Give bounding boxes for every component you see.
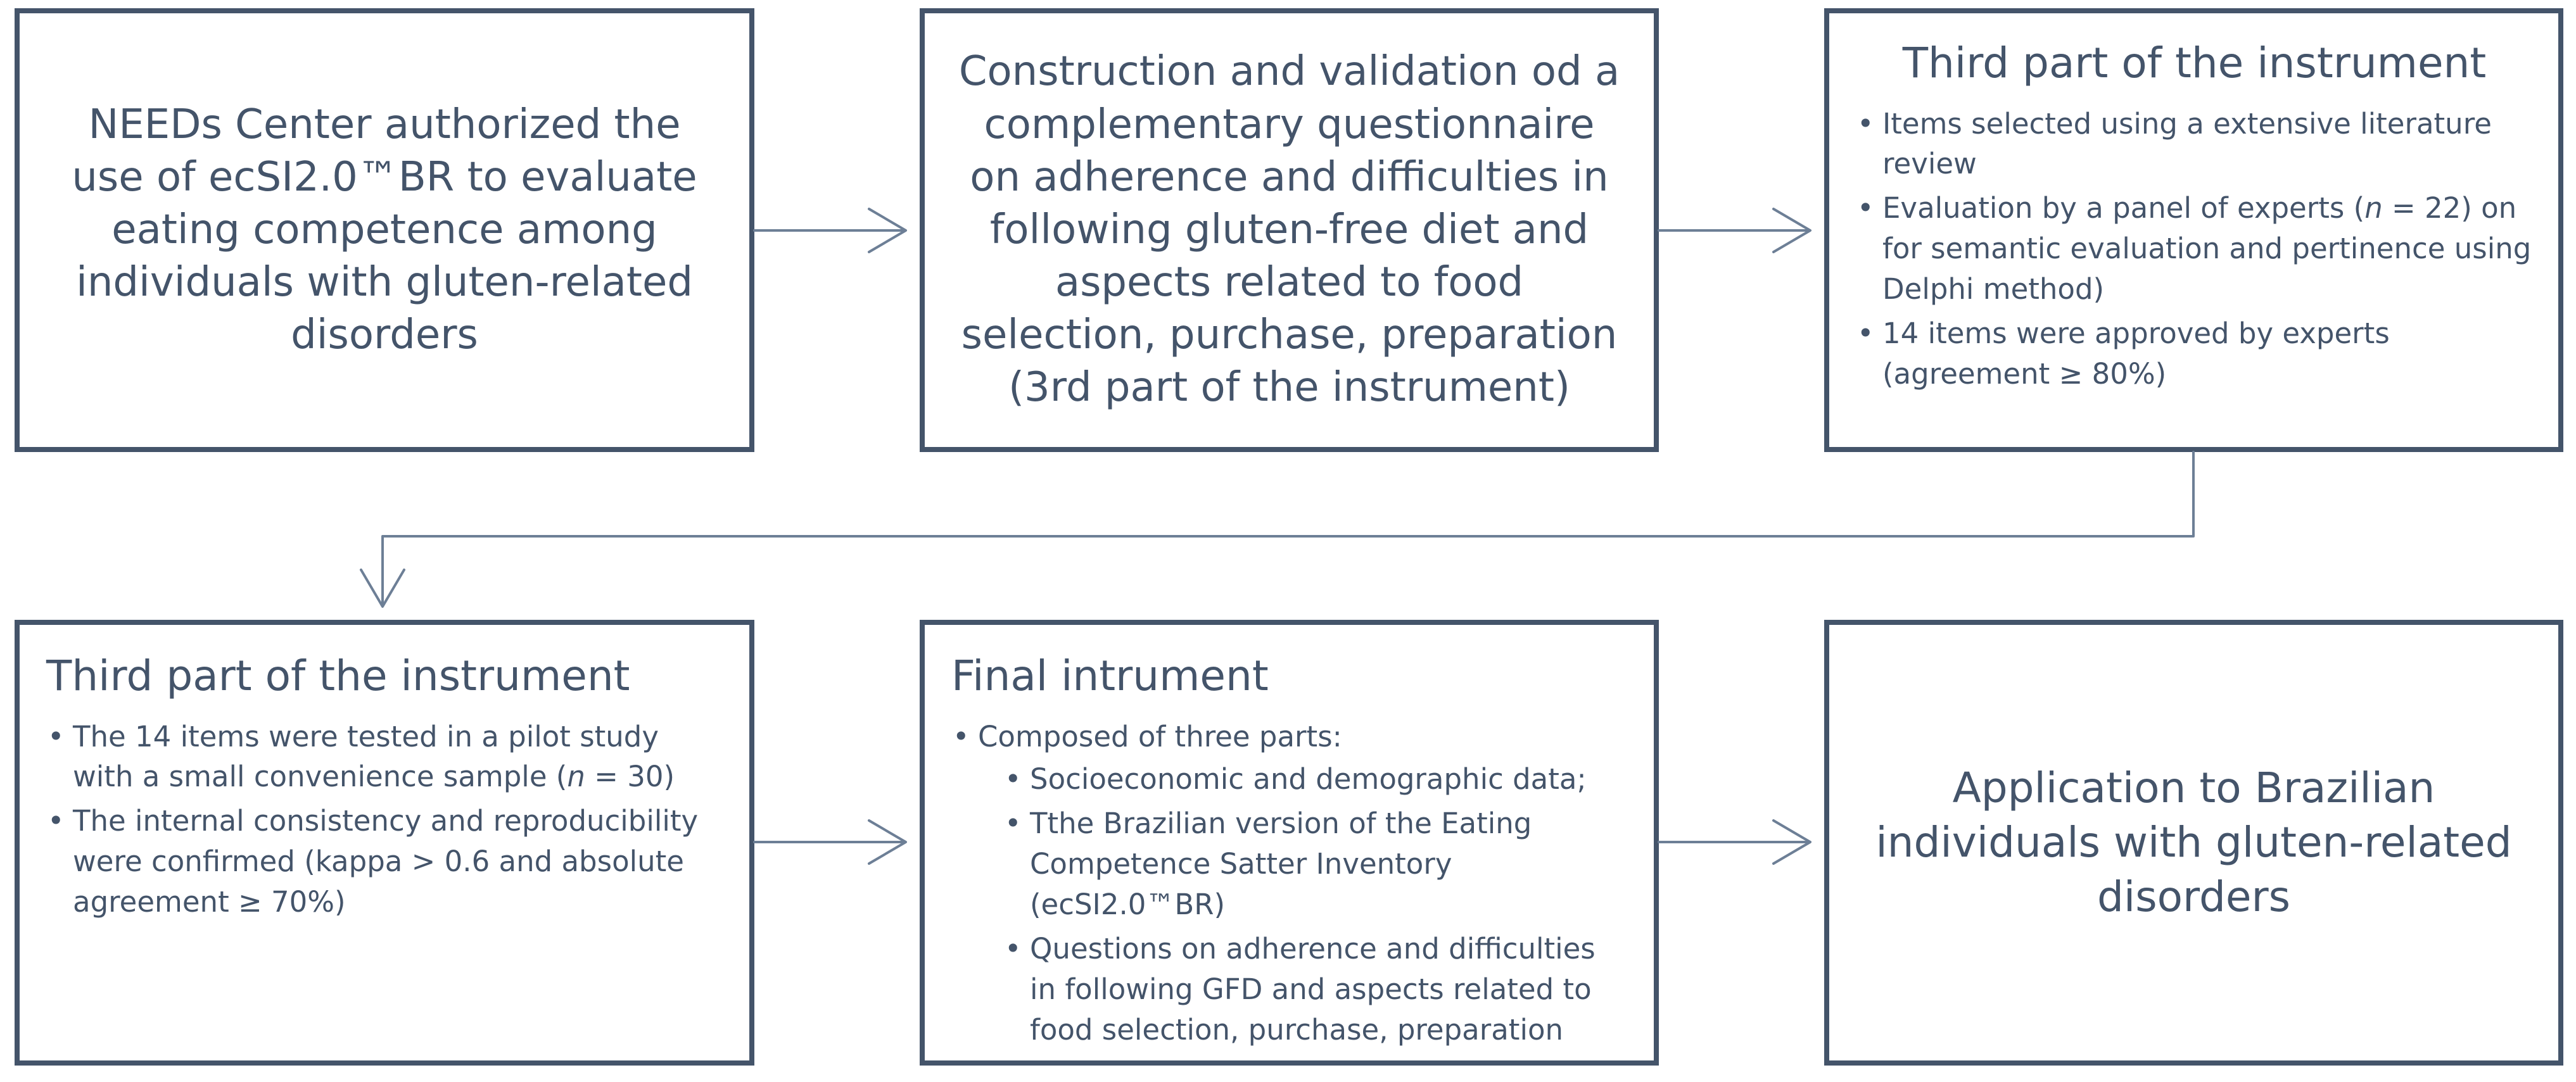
application-box: Application to Brazilian individuals wit… [1824, 620, 2563, 1066]
third-part-bottom-title: Third part of the instrument [46, 651, 630, 700]
third-part-bottom-box: Third part of the instrument The 14 item… [15, 620, 754, 1066]
list-item: The internal consistency and reproducibi… [46, 801, 724, 922]
list-item: 14 items were approved by experts (agree… [1856, 313, 2533, 394]
final-instrument-list: Composed of three parts: Socioeconomic a… [951, 717, 1628, 1050]
sub-list-item: Tthe Brazilian version of the Eating Com… [1003, 803, 1628, 925]
final-instrument-sublist: Socioeconomic and demographic data; Tthe… [978, 759, 1628, 1050]
construction-text: Construction and validation od a complem… [958, 48, 1620, 412]
third-part-top-list: Items selected using a extensive literat… [1856, 104, 2533, 394]
list-item: Items selected using a extensive literat… [1856, 104, 2533, 185]
list-item: The 14 items were tested in a pilot stud… [46, 717, 724, 798]
arrow-right-icon [753, 819, 907, 865]
list-item: Evaluation by a panel of experts (n = 22… [1856, 188, 2533, 310]
application-text: Application to Brazilian individuals wit… [1875, 764, 2512, 921]
final-instrument-box: Final intrument Composed of three parts:… [920, 620, 1659, 1066]
needs-center-text: NEEDs Center authorized the use of ecSI2… [72, 101, 697, 359]
arrow-right-icon [1658, 208, 1811, 253]
final-instrument-title: Final intrument [951, 651, 1269, 700]
third-part-bottom-list: The 14 items were tested in a pilot stud… [46, 717, 724, 922]
third-part-top-title: Third part of the instrument [1902, 39, 2487, 87]
construction-box: Construction and validation od a complem… [920, 8, 1659, 452]
arrow-down-icon [360, 451, 2195, 608]
list-item: Composed of three parts: Socioeconomic a… [951, 717, 1628, 1050]
arrow-right-icon [753, 208, 907, 253]
arrow-right-icon [1658, 819, 1811, 865]
sub-list-item: Socioeconomic and demographic data; [1003, 759, 1628, 800]
needs-center-box: NEEDs Center authorized the use of ecSI2… [15, 8, 754, 452]
sub-list-item: Questions on adherence and difficulties … [1003, 929, 1628, 1050]
third-part-top-box: Third part of the instrument Items selec… [1824, 8, 2563, 452]
